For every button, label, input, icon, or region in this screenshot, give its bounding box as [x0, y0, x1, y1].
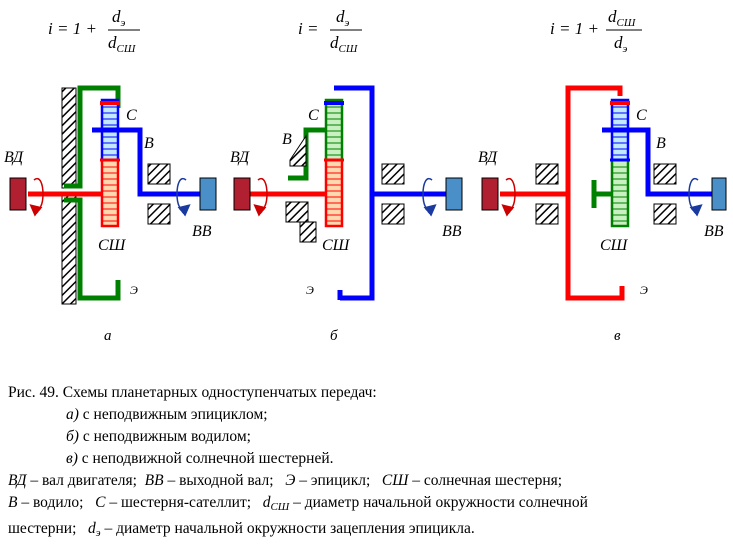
- label-v: В: [656, 135, 666, 152]
- formula-b-den: dСШ: [330, 33, 358, 55]
- label-e: Э: [130, 283, 138, 297]
- caption-legend-2: В – водило; С – шестерня-сателлит; dСШ –…: [8, 494, 588, 513]
- output-shaft-end: [199, 177, 217, 211]
- label-e: Э: [640, 283, 648, 297]
- planetary-gear-diagram: i = 1 + dэ dСШ i = dэ dСШ i = 1 + dСШ dэ: [4, 7, 727, 344]
- svg-text:i =: i =: [298, 19, 318, 38]
- label-s: С: [126, 107, 137, 124]
- formula-c-den: dэ: [614, 33, 628, 55]
- label-v: В: [144, 135, 154, 152]
- sun-gear: [100, 158, 120, 228]
- caption-legend-1: ВД – вал двигателя; ВВ – выходной вал; Э…: [8, 472, 563, 489]
- label-e: Э: [306, 283, 314, 297]
- label-ssh: СШ: [600, 237, 629, 254]
- label-vv: ВВ: [192, 223, 212, 240]
- label-vd: ВД: [478, 149, 498, 166]
- output-shaft-end: [711, 177, 727, 211]
- label-vv: ВВ: [704, 223, 724, 240]
- caption-item-b: б) с неподвижным водилом;: [66, 428, 251, 445]
- formula-a-den: dСШ: [108, 33, 136, 55]
- caption-b: б: [330, 328, 338, 344]
- caption-item-a: а) с неподвижным эпициклом;: [66, 406, 268, 423]
- label-ssh: СШ: [322, 237, 351, 254]
- caption-item-c: в) с неподвижной солнечной шестерней.: [66, 450, 334, 467]
- input-shaft-end: [481, 177, 499, 211]
- ground-hatch: [61, 87, 77, 189]
- caption-title: Рис. 49. Схемы планетарных одноступенчат…: [8, 384, 377, 401]
- scheme-c: ВД С В СШ ВВ Э в: [478, 85, 727, 344]
- output-shaft-end: [445, 177, 463, 211]
- svg-text:i = 1 +: i = 1 +: [550, 19, 599, 38]
- formula-c-num: dСШ: [608, 7, 636, 29]
- formula-a-num: dэ: [112, 7, 126, 29]
- caption-c: в: [614, 328, 621, 344]
- label-vd: ВД: [230, 149, 250, 166]
- ground-hatch: [61, 195, 77, 305]
- sun-gear: [610, 158, 630, 228]
- label-ssh: СШ: [98, 237, 127, 254]
- label-s: С: [308, 107, 319, 124]
- caption-a: а: [104, 328, 112, 344]
- svg-text:i = 1 +: i = 1 +: [48, 19, 97, 38]
- label-v: В: [282, 131, 292, 148]
- caption-legend-3: шестерни; dэ – диаметр начальной окружно…: [8, 520, 475, 539]
- label-s: С: [636, 107, 647, 124]
- sun-gear: [324, 158, 344, 228]
- input-shaft-end: [9, 177, 27, 211]
- formula-c: i = 1 + dСШ dэ: [550, 7, 642, 55]
- formula-a: i = 1 + dэ dСШ: [48, 7, 140, 55]
- figure-caption: Рис. 49. Схемы планетарных одноступенчат…: [8, 382, 728, 544]
- label-vd: ВД: [4, 149, 24, 166]
- input-shaft-end: [233, 177, 251, 211]
- formula-b-num: dэ: [336, 7, 350, 29]
- scheme-a: ВД С В СШ ВВ Э а: [4, 85, 217, 344]
- formula-b: i = dэ dСШ: [298, 7, 362, 55]
- scheme-b: ВД С В СШ ВВ Э б: [230, 85, 463, 344]
- satellite-gear: [324, 98, 344, 162]
- label-vv: ВВ: [442, 223, 462, 240]
